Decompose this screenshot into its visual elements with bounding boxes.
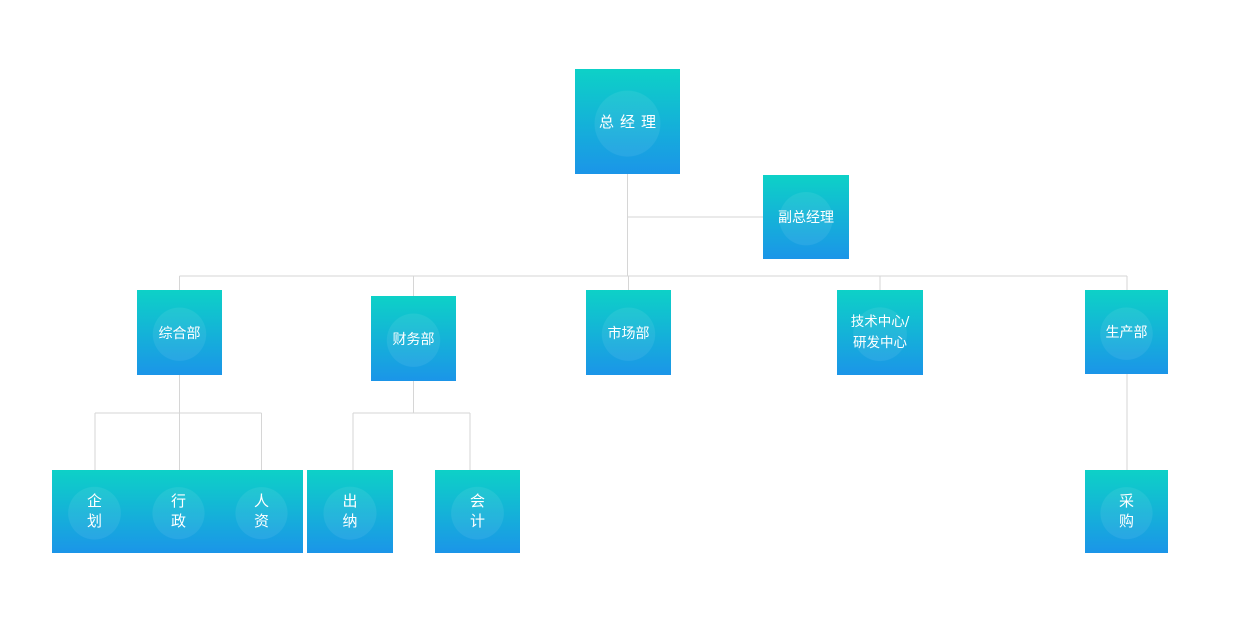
- org-node-label: 采购: [1118, 491, 1134, 530]
- org-node-label: 副总经理: [778, 210, 834, 226]
- org-node-label: 出纳: [342, 491, 358, 530]
- org-node-label: 行政: [170, 491, 186, 530]
- org-node-label: 总经理: [598, 113, 662, 131]
- org-node-label: 技术中心/ 研发中心: [851, 312, 910, 354]
- org-node-accounting[interactable]: 会计: [435, 470, 520, 553]
- org-node-label: 生产部: [1105, 325, 1148, 341]
- org-node-label: 市场部: [607, 325, 650, 342]
- org-node-label: 企划: [86, 491, 102, 530]
- org-node-label-line2: 研发中心: [853, 334, 907, 351]
- org-node-general-manager[interactable]: 总经理: [575, 69, 680, 174]
- org-node-deputy-general-manager[interactable]: 副总经理: [763, 175, 849, 259]
- org-node-finance-dept[interactable]: 财务部: [371, 296, 456, 381]
- org-node-label: 人资: [253, 491, 269, 530]
- org-node-procurement[interactable]: 采购: [1085, 470, 1168, 553]
- org-node-general-affairs-dept[interactable]: 综合部: [137, 290, 222, 375]
- org-node-label: 财务部: [392, 331, 435, 348]
- org-node-planning[interactable]: 企划: [52, 470, 137, 553]
- org-node-label: 会计: [469, 491, 485, 530]
- org-node-production-dept[interactable]: 生产部: [1085, 290, 1168, 374]
- org-node-marketing-dept[interactable]: 市场部: [586, 290, 671, 375]
- org-node-label: 综合部: [158, 325, 201, 342]
- org-node-human-resources[interactable]: 人资: [220, 470, 303, 553]
- org-node-tech-rd-center[interactable]: 技术中心/ 研发中心: [837, 290, 923, 375]
- org-node-administration[interactable]: 行政: [137, 470, 220, 553]
- org-node-label-line1: 技术中心/: [850, 313, 910, 330]
- org-node-cashier[interactable]: 出纳: [307, 470, 393, 553]
